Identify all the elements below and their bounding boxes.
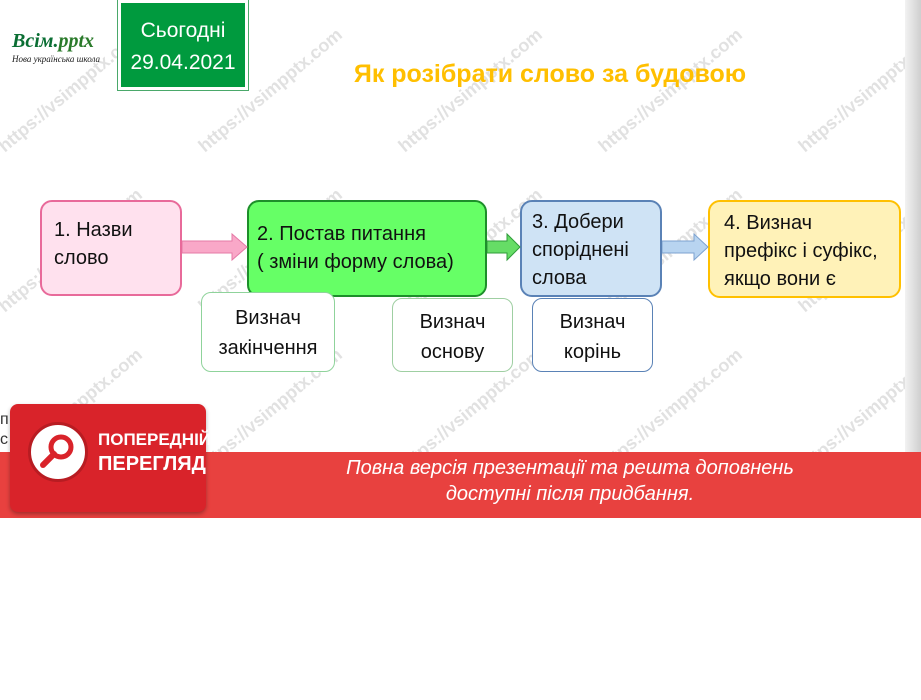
arrow-right-icon [662, 232, 709, 262]
box-line: Визнач [419, 311, 486, 333]
logo-suffix-text: pptx [58, 30, 95, 52]
determine-ending-box: Визнач закінчення [201, 292, 335, 372]
step-related-words: 3. Добери споріднені слова [520, 200, 662, 297]
site-logo: Всім.pptx Нова українська школа [12, 30, 112, 75]
cutoff-text: п с [0, 410, 20, 450]
date-box: Сьогодні 29.04.2021 [117, 0, 249, 91]
determine-stem-box: Визнач основу [392, 298, 513, 372]
step-name-word: 1. Назви слово [40, 200, 182, 296]
cutoff-line: с [0, 431, 8, 448]
logo-main-text: Всім. [12, 30, 59, 52]
magnifier-icon [28, 422, 88, 482]
purchase-notice-text: Повна версія презентації та решта доповн… [240, 455, 900, 507]
notice-line: Повна версія презентації та решта доповн… [346, 457, 794, 479]
arrow-right-icon [182, 232, 248, 262]
step-line: префікс і суфікс, [724, 240, 878, 262]
preview-line: ПОПЕРЕДНІЙ [98, 430, 212, 449]
date-label: Сьогодні [140, 19, 226, 42]
logo-subtitle: Нова українська школа [12, 54, 101, 64]
step-line: слово [54, 247, 109, 269]
step-line: слова [532, 267, 587, 289]
step-line: 4. Визнач [724, 212, 813, 234]
slide-title: Як розібрати слово за будовою [353, 60, 747, 88]
notice-line: доступні після придбання. [445, 483, 695, 505]
determine-root-box: Визнач корінь [532, 298, 653, 372]
step-line: 2. Постав питання [257, 223, 426, 245]
step-ask-question: 2. Постав питання ( зміни форму слова) [247, 200, 487, 297]
box-line: Визнач [235, 307, 301, 329]
box-line: закінчення [218, 337, 318, 359]
step-line: 3. Добери [532, 211, 624, 233]
step-line: споріднені [532, 239, 629, 261]
date-value: 29.04.2021 [130, 51, 236, 74]
watermark-text: https://vsimpptx.com [794, 24, 921, 156]
step-prefix-suffix: 4. Визнач префікс і суфікс, якщо вони є [708, 200, 901, 298]
step-line: 1. Назви [54, 219, 133, 241]
step-line: якщо вони є [724, 268, 836, 290]
preview-badge[interactable]: ПОПЕРЕДНІЙ ПЕРЕГЛЯД [10, 404, 212, 512]
cutoff-line: п [0, 411, 9, 428]
watermark-text: https://vsimpptx.com [394, 24, 546, 156]
watermark-text: https://vsimpptx.com [594, 24, 746, 156]
box-line: основу [420, 341, 485, 363]
slide-edge [905, 0, 921, 518]
step-line: ( зміни форму слова) [257, 251, 454, 273]
box-line: Визнач [559, 311, 626, 333]
preview-line: ПЕРЕГЛЯД [98, 453, 206, 475]
preview-label: ПОПЕРЕДНІЙ ПЕРЕГЛЯД [98, 428, 212, 476]
arrow-right-icon [487, 232, 521, 262]
box-line: корінь [563, 341, 622, 363]
